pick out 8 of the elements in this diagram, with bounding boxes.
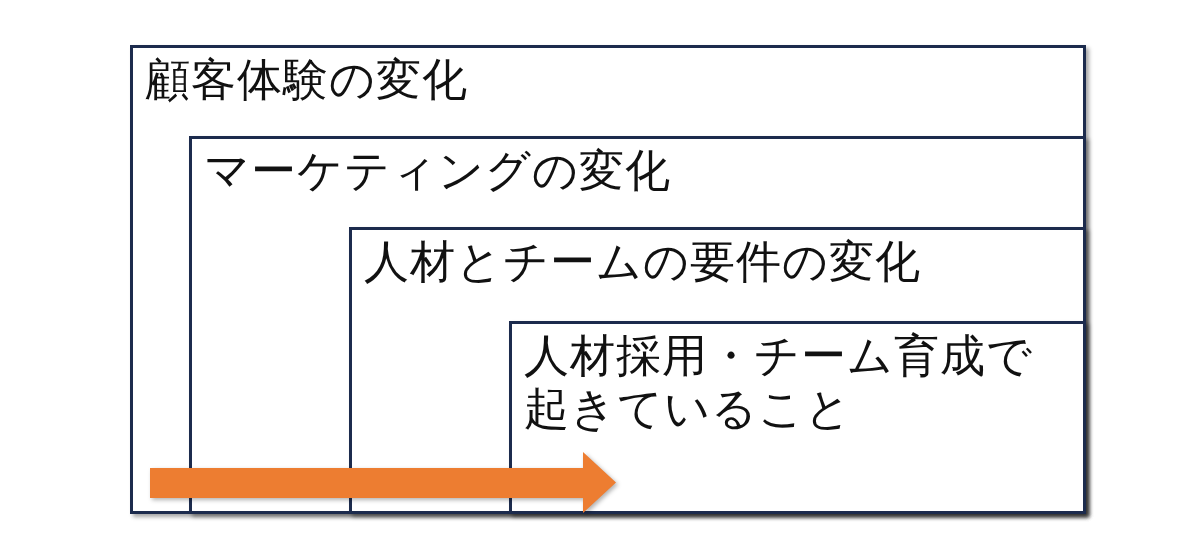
nested-box — [130, 45, 1086, 514]
nested-box — [509, 321, 1086, 514]
box-heading: 顧客体験の変化 — [144, 53, 469, 106]
box-heading: マーケティングの変化 — [203, 144, 672, 197]
box-heading: 人材採用・チーム育成で起きていること — [523, 329, 1034, 435]
box-heading: 人材とチームの要件の変化 — [363, 235, 922, 288]
nested-box — [349, 227, 1086, 514]
nested-box — [189, 136, 1086, 514]
